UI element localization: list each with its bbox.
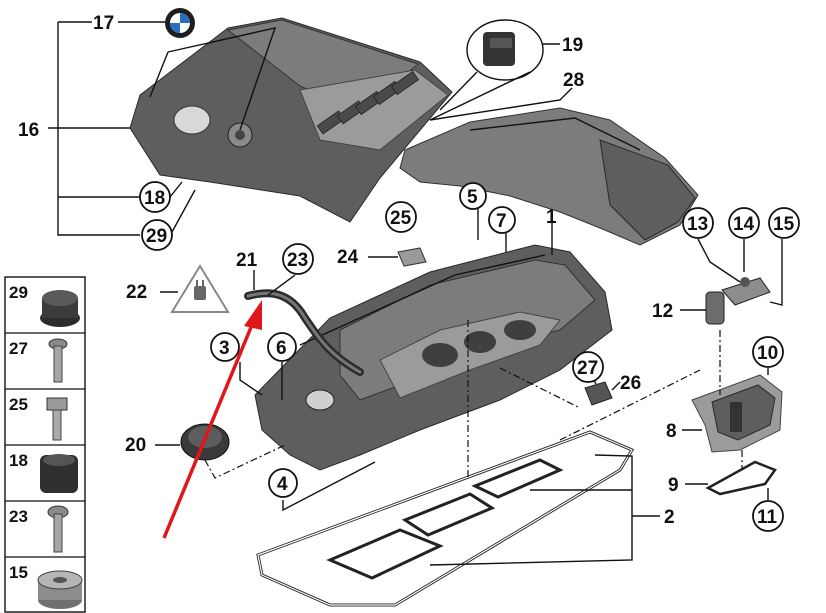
callout-27: 27 [577,358,598,379]
callout-18: 18 [144,188,165,209]
callout-3: 3 [219,338,230,359]
callout-labels: 17 16 18 29 19 28 5 7 1 25 24 21 23 22 3… [18,13,800,532]
clip-part [397,247,427,267]
side-label-15: 15 [9,563,28,582]
side-label-25: 25 [9,395,28,414]
rubber-mount-29 [40,290,80,327]
side-label-29: 29 [9,283,28,302]
leader-lines [48,21,783,566]
bmw-logo-icon [165,8,195,38]
small-gasket [705,460,777,496]
callout-25: 25 [390,208,412,229]
callout-19: 19 [562,35,583,56]
callout-16: 16 [18,120,39,141]
callout-17: 17 [93,13,114,34]
callout-7: 7 [496,211,507,232]
valve-cover-gasket [256,430,635,607]
callout-10: 10 [757,343,778,364]
callout-8: 8 [666,421,677,442]
callout-1: 1 [546,207,557,228]
rubber-buffer-18 [40,454,78,493]
electrical-plug-warning-icon [170,264,230,313]
side-label-18: 18 [9,451,28,470]
side-label-27: 27 [9,339,28,358]
callout-13: 13 [687,214,708,235]
callout-6: 6 [276,338,287,359]
bolt-25 [46,397,68,441]
red-arrow-icon [162,300,262,539]
callout-20: 20 [125,435,146,456]
callout-5: 5 [467,187,478,208]
side-label-23: 23 [9,507,28,526]
callout-2: 2 [664,507,675,528]
valve-cover [244,244,613,471]
callout-23: 23 [287,250,308,271]
callout-22: 22 [126,282,147,303]
screw-23 [47,505,69,553]
engine-cover [129,17,453,223]
fastener-side-panel: 29 27 25 18 23 15 [4,276,86,613]
screw-27 [48,338,68,383]
callout-15: 15 [773,214,795,235]
callout-14: 14 [733,214,755,235]
callout-12: 12 [652,301,673,322]
callout-28: 28 [563,70,584,91]
callout-4: 4 [277,474,288,495]
oil-separator-housing [691,374,783,453]
callout-26: 26 [620,373,641,394]
connector-part [429,19,544,121]
heat-shield [399,107,699,246]
small-cap-part [584,381,613,406]
callout-29: 29 [146,226,167,247]
callout-11: 11 [757,507,778,528]
dashed-assembly-lines [204,320,743,479]
callout-21: 21 [236,250,258,271]
callout-24: 24 [337,247,359,268]
plug-15 [37,570,83,609]
callout-9: 9 [668,475,679,496]
bracket-part [705,277,771,325]
